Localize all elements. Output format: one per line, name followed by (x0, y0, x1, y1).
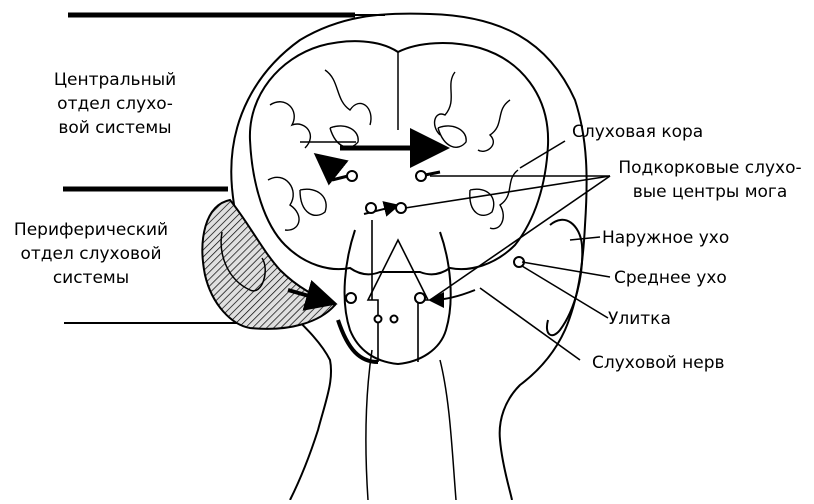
subcortical-nuclei (346, 171, 426, 323)
peripheral-line-2: отдел слуховой (0, 242, 182, 266)
subcortical-centers-label: Подкорковые слухо- вые центры мога (612, 156, 808, 204)
outer-ear-label: Наружное ухо (602, 226, 729, 250)
neck-inner-right (440, 360, 456, 500)
central-line-1: Центральный (20, 68, 210, 92)
subcortical-line-1: Подкорковые слухо- (612, 156, 808, 180)
central-line-2: отдел слухо- (20, 92, 210, 116)
right-ear (547, 220, 582, 335)
middle-ear-label: Среднее ухо (614, 266, 727, 290)
brain-outline (250, 41, 548, 274)
peripheral-line-1: Периферический (0, 218, 182, 242)
neck-inner-left (366, 350, 372, 500)
auditory-nerve-label: Слуховой нерв (592, 351, 725, 375)
central-auditory-label: Центральный отдел слухо- вой системы (20, 68, 210, 140)
cochlea-label: Улитка (608, 307, 671, 331)
peripheral-line-3: системы (0, 266, 182, 290)
auditory-cortex-label: Слуховая кора (572, 120, 703, 144)
central-line-3: вой системы (20, 116, 210, 140)
peripheral-auditory-label: Периферический отдел слуховой системы (0, 218, 182, 290)
subcortical-line-2: вые центры мога (612, 180, 808, 204)
